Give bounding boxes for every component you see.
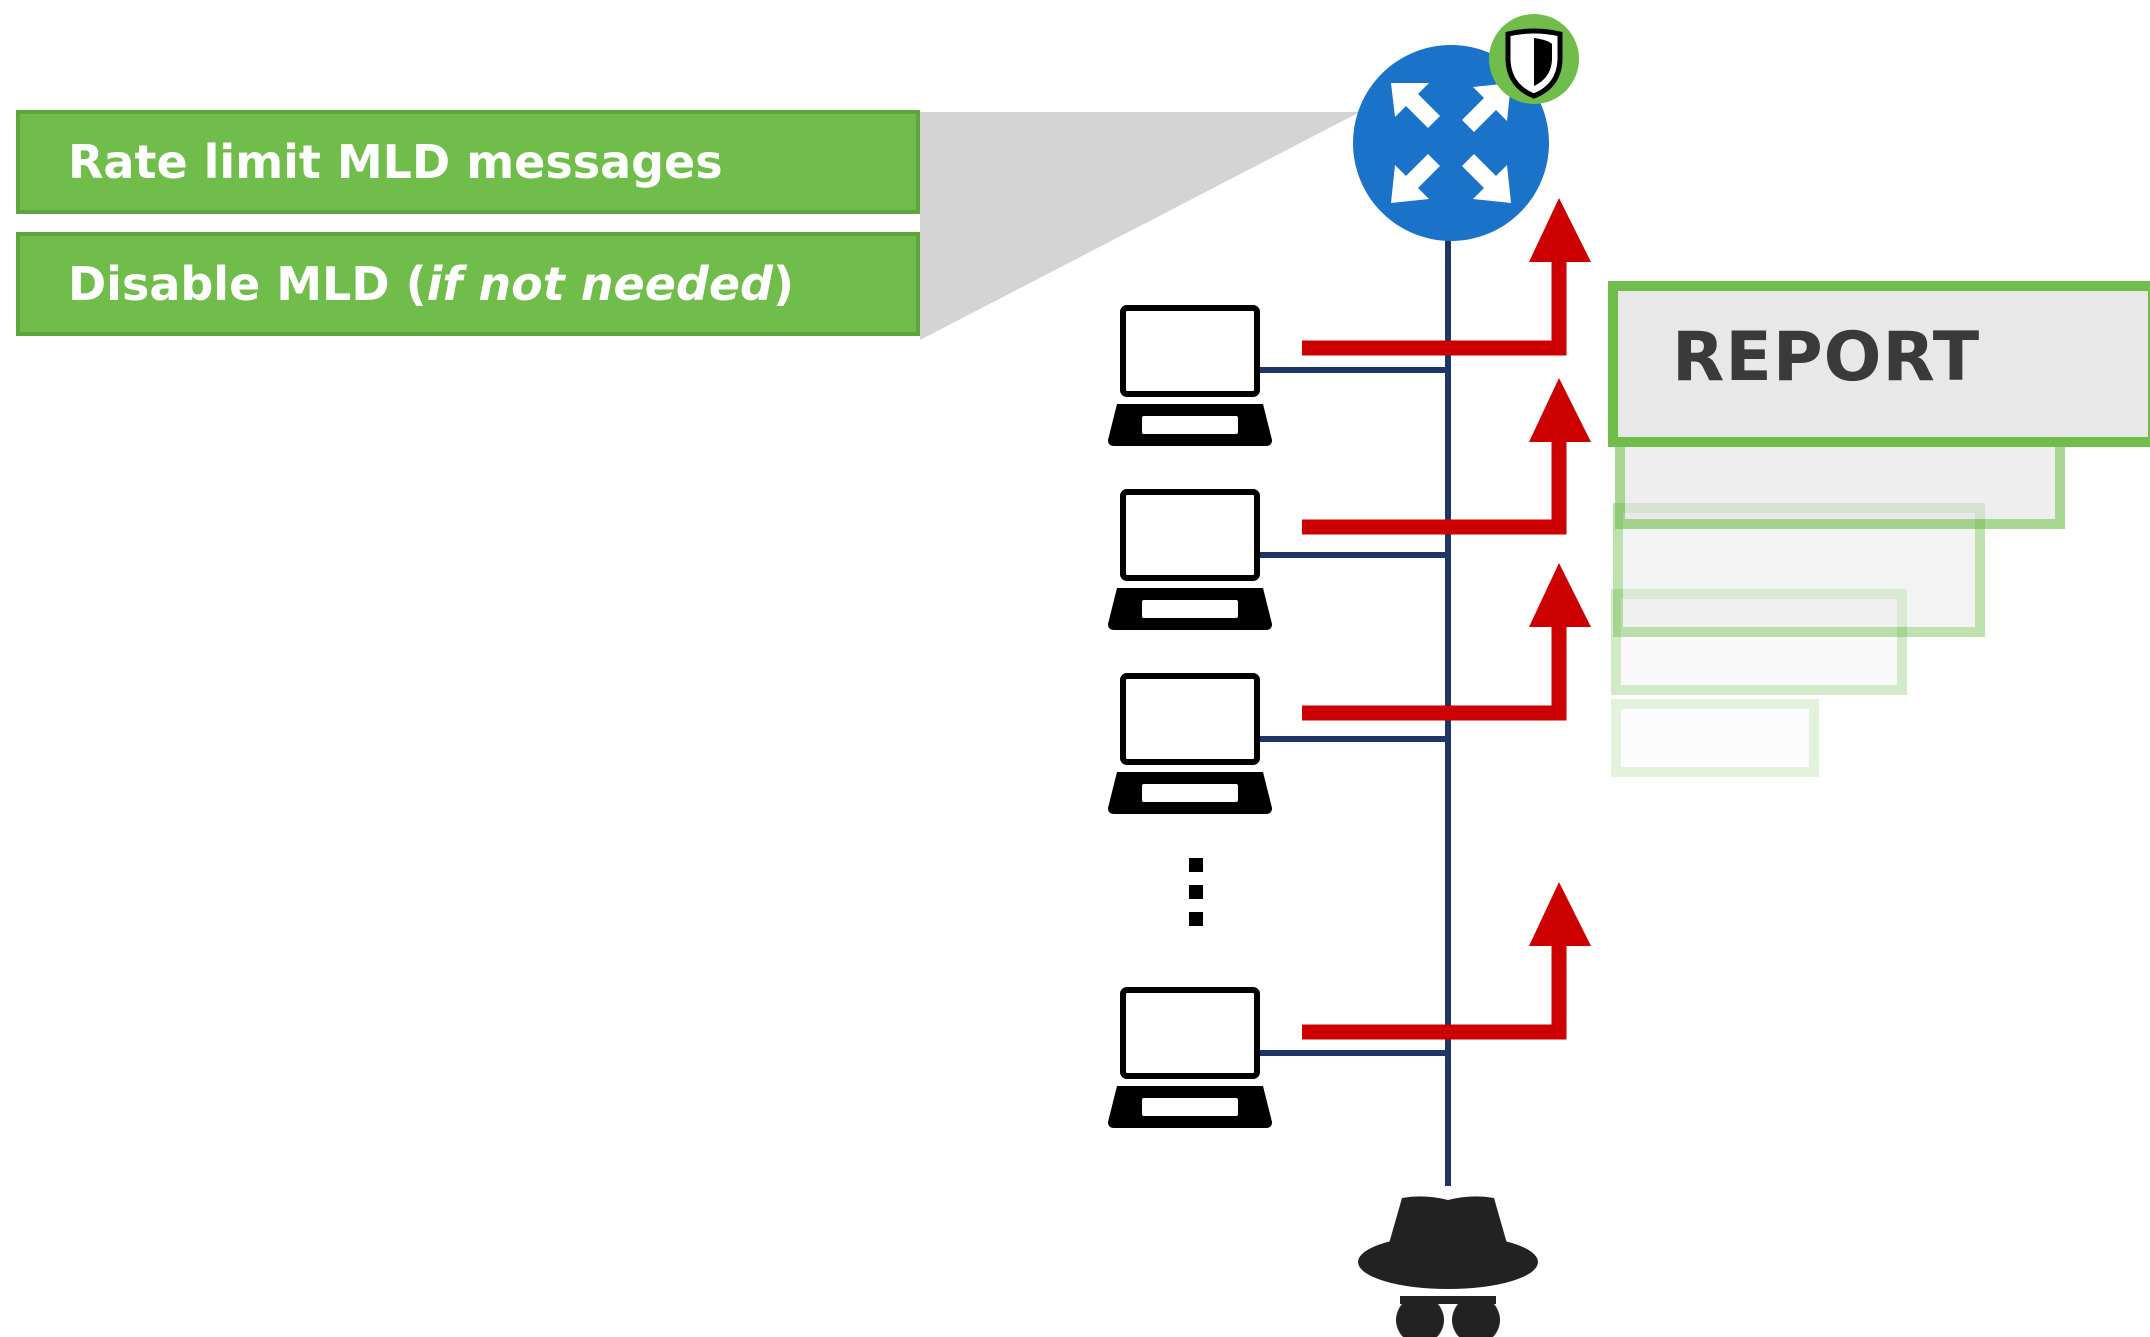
report-label: REPORT [1672,318,1981,397]
ellipsis-dot [1189,912,1203,926]
ellipsis-dot [1189,858,1203,872]
mitigation-disable-suffix: ) [772,257,794,311]
report-card-main [1608,281,2150,447]
report-stack [1608,281,2150,777]
ellipsis-dot [1189,885,1203,899]
router-icon [1353,45,1549,241]
laptop-icon [1108,990,1272,1128]
callout-wedge [920,112,1360,340]
laptop-icon [1108,308,1272,446]
report-flow-2 [1302,378,1591,535]
shield-icon [1489,14,1579,104]
laptop-icon [1108,676,1272,814]
mitigation-rate-limit: Rate limit MLD messages [16,110,920,214]
report-card-faded-3 [1611,589,1907,695]
report-card-faded-4 [1611,699,1819,777]
mitigation-disable-mld: Disable MLD (if not needed) [16,232,920,336]
mitigation-disable-italic: if not needed [426,257,773,311]
mitigation-rate-limit-label: Rate limit MLD messages [68,135,723,189]
report-flow-3 [1302,563,1591,721]
vertical-ellipsis [1189,858,1205,939]
spy-icon [1358,1196,1538,1337]
report-flow-4 [1302,882,1591,1040]
report-flow-1 [1302,198,1591,356]
mitigation-disable-prefix: Disable MLD ( [68,257,427,311]
laptop-icon [1108,492,1272,630]
